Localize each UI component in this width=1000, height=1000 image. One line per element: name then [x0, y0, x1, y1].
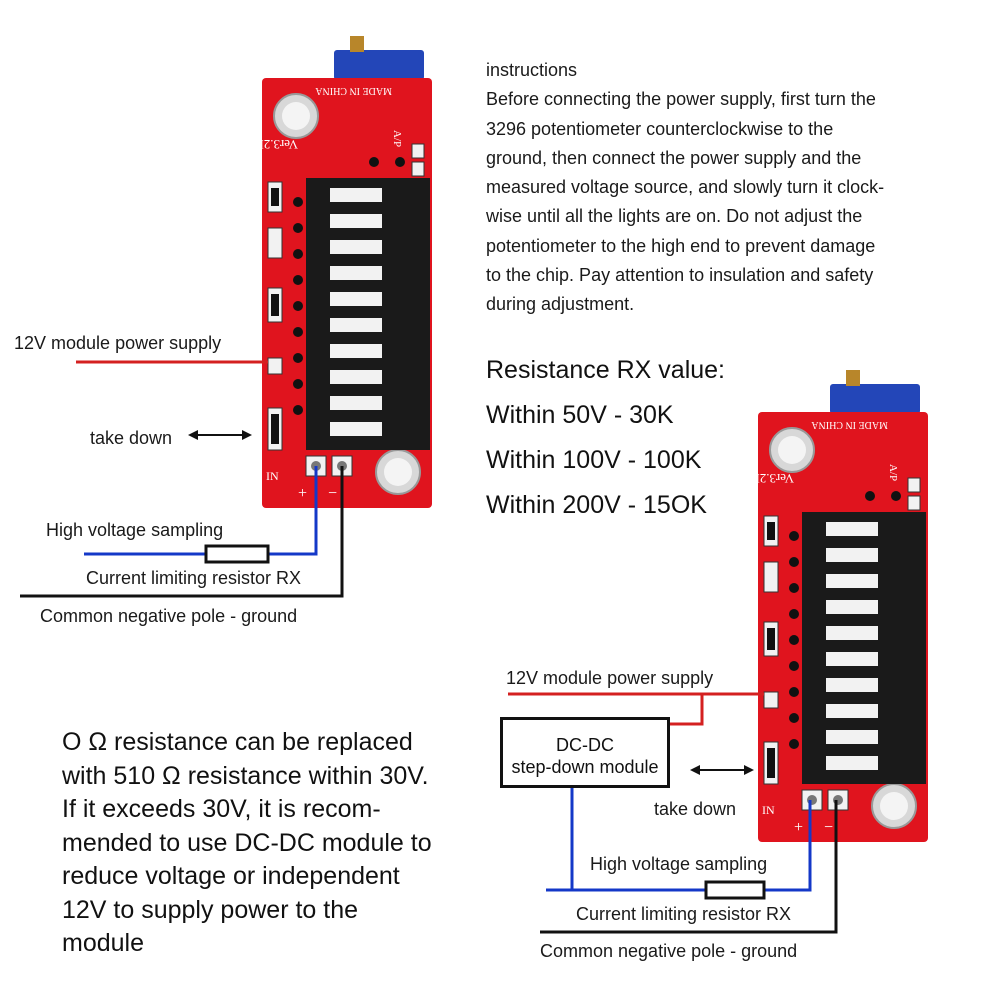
- plus-label: +: [794, 819, 803, 836]
- note-line: 12V to supply power to the: [62, 895, 359, 924]
- note-line: If it exceeds 30V, it is recom-: [62, 795, 381, 823]
- made-in-label: MADE IN CHINA: [811, 419, 888, 430]
- instructions-block: instructions Before connecting the power…: [486, 56, 946, 320]
- note-line: with 510 Ω resistance within 30V.: [62, 761, 429, 790]
- dcdc-title: DC-DC: [556, 735, 614, 755]
- take-down-label: take down: [654, 799, 737, 819]
- resistor-rx-label: Current limiting resistor RX: [86, 568, 302, 588]
- instructions-line: measured voltage source, and slowly turn…: [486, 177, 885, 198]
- ap-label: A/P: [887, 464, 899, 481]
- note-line: module: [62, 929, 144, 957]
- resistor-rx: [704, 880, 766, 900]
- sampling-wire-blue: [84, 466, 318, 556]
- power-wire-red: [508, 692, 704, 726]
- instructions-line: to the chip. Pay attention to insulation…: [486, 265, 874, 286]
- version-label: Ver3.2Por: [741, 471, 794, 486]
- rx-value-line: Within 100V - 100K: [486, 446, 702, 474]
- dcdc-wire-blue: [546, 788, 574, 892]
- plus-label: +: [298, 485, 307, 502]
- minus-label: −: [328, 485, 337, 502]
- note-line: reduce voltage or independent: [62, 862, 400, 890]
- instructions-heading: instructions: [486, 60, 578, 80]
- high-voltage-sampling-label: High voltage sampling: [46, 520, 224, 540]
- diagram2-wires: [508, 692, 838, 934]
- in-label: IN: [762, 803, 775, 817]
- high-voltage-sampling-label: High voltage sampling: [590, 854, 768, 874]
- led-module-board-1: [261, 35, 433, 509]
- led-module-board-2: [757, 369, 929, 843]
- resistor-rx: [204, 544, 270, 564]
- in-label: IN: [266, 469, 279, 483]
- minus-label: −: [824, 819, 833, 836]
- resistor-rx-label: Current limiting resistor RX: [576, 904, 792, 924]
- instructions-line: 3296 potentiometer counterclockwise to t…: [486, 118, 834, 139]
- rx-title: Resistance RX value:: [486, 356, 726, 384]
- dcdc-note-block: O Ω resistance can be replaced with 510 …: [62, 726, 432, 961]
- take-down-label: take down: [90, 428, 173, 448]
- ground-wire-black: [540, 800, 838, 934]
- dcdc-module-box: DC-DC step-down module: [500, 717, 670, 788]
- note-line: mended to use DC-DC module to: [62, 828, 432, 857]
- diagram1-wires: [20, 360, 344, 598]
- version-label: Ver3.2Por: [245, 137, 298, 152]
- instructions-line: Before connecting the power supply, firs…: [486, 89, 876, 110]
- power-supply-label: 12V module power supply: [14, 333, 222, 353]
- dcdc-subtitle: step-down module: [511, 757, 659, 777]
- ground-label: Common negative pole - ground: [540, 941, 798, 961]
- instructions-line: wise until all the lights are on. Do not…: [486, 206, 863, 227]
- made-in-label: MADE IN CHINA: [315, 85, 392, 96]
- power-supply-label: 12V module power supply: [506, 668, 714, 688]
- sampling-wire-blue: [572, 800, 812, 892]
- ap-label: A/P: [391, 130, 403, 147]
- note-line: O Ω resistance can be replaced: [62, 728, 413, 756]
- rx-value-line: Within 200V - 15OK: [486, 491, 707, 519]
- instructions-line: during adjustment.: [486, 294, 635, 315]
- rx-value-line: Within 50V - 30K: [486, 401, 674, 429]
- instructions-line: ground, then connect the power supply an…: [486, 147, 862, 168]
- instructions-line: potentiometer to the high end to prevent…: [486, 235, 876, 256]
- resistance-rx-block: Resistance RX value: Within 50V - 30K Wi…: [486, 348, 725, 528]
- ground-wire-black: [20, 466, 344, 598]
- ground-label: Common negative pole - ground: [40, 606, 298, 626]
